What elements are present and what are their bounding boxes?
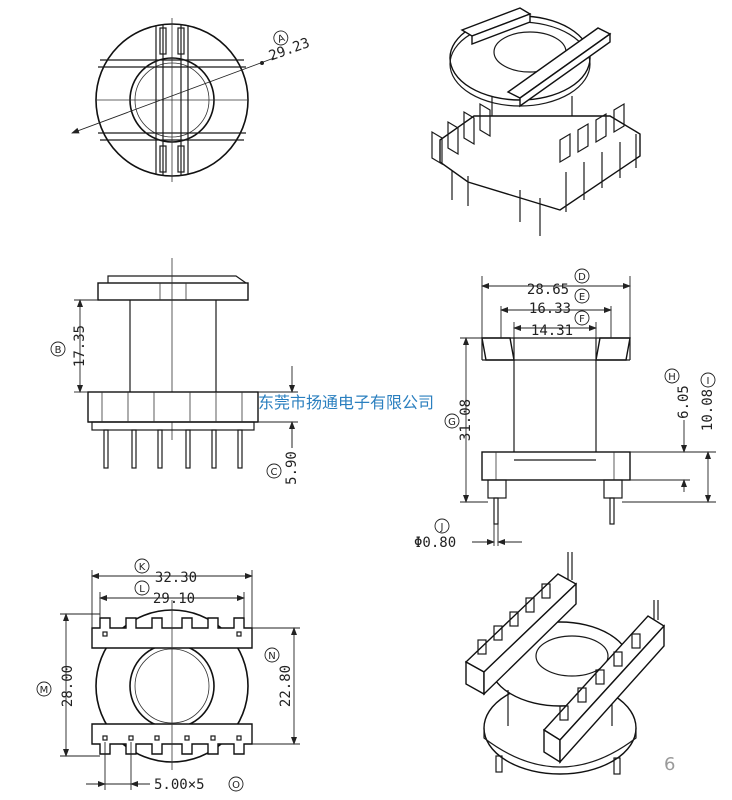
dim-M-value: 28.00 xyxy=(60,665,76,707)
bottom-view: 32.30 K 29.10 L 28.00 M 22.80 N 5. xyxy=(36,558,300,793)
dim-O-value: 5.00×5 xyxy=(154,777,205,793)
dim-B-tag: B xyxy=(55,345,62,356)
company-watermark: 东莞市扬通电子有限公司 xyxy=(258,393,434,412)
dim-L-tag: L xyxy=(139,584,145,595)
top-view: A 29.23 xyxy=(71,18,312,182)
dim-F-tag: F xyxy=(579,314,585,325)
dim-I-tag: I xyxy=(707,376,710,387)
dim-D-value: 28.65 xyxy=(527,282,569,298)
dim-L-value: 29.10 xyxy=(153,591,195,607)
isometric-view-top xyxy=(431,7,641,236)
dim-I-value: 10.08 xyxy=(700,389,716,431)
dim-C-tag: C xyxy=(271,467,278,478)
dim-M-tag: M xyxy=(40,685,49,696)
dim-N-tag: N xyxy=(268,651,275,662)
side-view: 17.35 B 5.90 C xyxy=(50,258,300,485)
dim-N-value: 22.80 xyxy=(278,665,294,707)
dim-E-tag: E xyxy=(579,292,585,303)
dim-C-value: 5.90 xyxy=(284,451,300,485)
front-view: 28.65 D 16.33 E 14.31 F 31.08 G 6.05 H xyxy=(414,268,716,551)
dim-K-value: 32.30 xyxy=(155,570,197,586)
dim-H-tag: H xyxy=(668,372,676,383)
dim-J-value: Φ0.80 xyxy=(414,535,456,551)
dim-K-tag: K xyxy=(139,562,146,573)
dim-G-value: 31.08 xyxy=(458,399,474,441)
dim-H-value: 6.05 xyxy=(676,385,692,419)
dim-J-tag: J xyxy=(440,522,444,533)
isometric-view-bottom xyxy=(464,552,666,775)
dim-G-tag: G xyxy=(448,417,456,428)
page-number: 6 xyxy=(664,754,675,775)
dim-E-value: 16.33 xyxy=(529,301,571,317)
dim-D-tag: D xyxy=(578,272,586,283)
dim-B-value: 17.35 xyxy=(72,325,88,367)
dim-F-value: 14.31 xyxy=(531,323,573,339)
dim-O-tag: O xyxy=(232,780,240,791)
dim-A-tag: A xyxy=(276,33,286,46)
